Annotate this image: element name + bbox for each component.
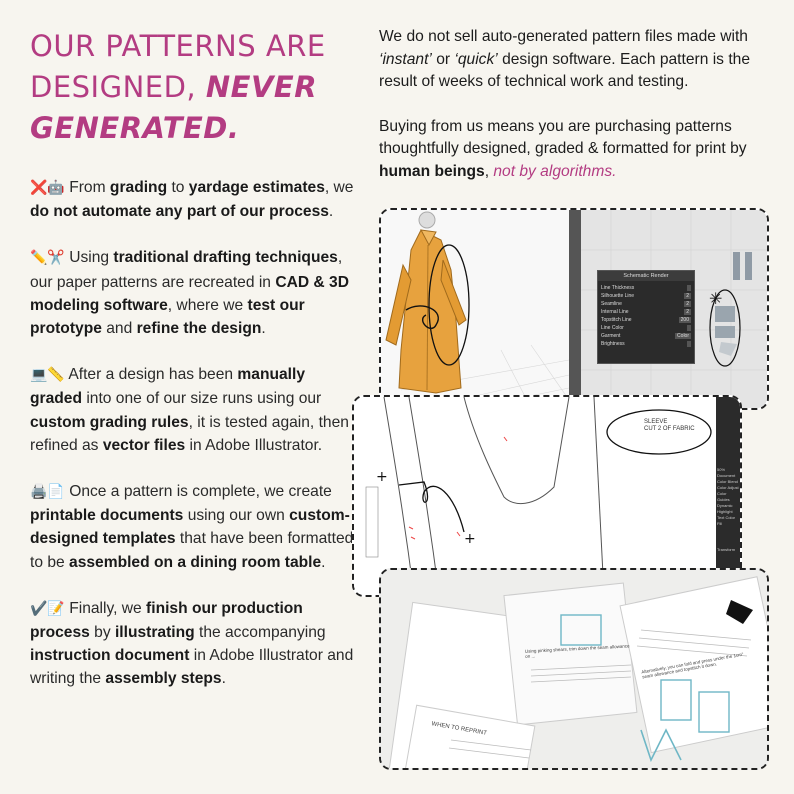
- svg-text:+: +: [464, 531, 476, 547]
- documents-photo: [381, 570, 767, 768]
- process-step-automation: ❌🤖 From grading to yardage estimates, we…: [30, 179, 354, 221]
- side-panel-item[interactable]: Fill: [717, 521, 723, 526]
- schematic-render-title: Schematic Render: [598, 271, 694, 281]
- document-tab[interactable]: Document: [717, 473, 736, 478]
- pencil-scissors-icon: ✏️✂️: [30, 250, 65, 267]
- intro-text: We do not sell auto-generated pattern fi…: [379, 26, 769, 205]
- check-memo-icon: ✔️📝: [30, 600, 65, 617]
- page-title: OUR PATTERNS ARE DESIGNED, NEVER GENERAT…: [30, 26, 370, 149]
- schematic-row[interactable]: Line Color: [601, 325, 691, 331]
- title-emphasis: NEVER: [205, 70, 318, 104]
- process-step-printing: 🖨️📄 Once a pattern is complete, we creat…: [30, 483, 354, 571]
- title-line-2: DESIGNED, NEVER: [30, 70, 318, 104]
- svg-text:+: +: [376, 469, 388, 485]
- pattern-illustration: + +: [354, 397, 740, 595]
- cross-robot-icon: ❌🤖: [30, 180, 65, 196]
- svg-text:✳: ✳: [709, 289, 722, 308]
- transform-tab[interactable]: Transform: [717, 547, 736, 552]
- pattern-piece-label: SLEEVE CUT 2 OF FABRIC: [644, 419, 695, 432]
- intro-paragraph-2: Buying from us means you are purchasing …: [379, 117, 747, 180]
- zoom-readout: 50%: [717, 467, 726, 472]
- side-panel-item[interactable]: Highlight: [717, 509, 733, 514]
- printer-page-icon: 🖨️📄: [30, 484, 65, 501]
- pattern-vector-panel: + + SLEEVE CUT 2 OF FABRIC 50% Document …: [352, 395, 742, 597]
- intro-paragraph-1: We do not sell auto-generated pattern fi…: [379, 28, 750, 90]
- schematic-row[interactable]: Brightness: [601, 341, 691, 347]
- coat-3d-model: [385, 211, 467, 394]
- process-step-finishing: ✔️📝 Finally, we finish our production pr…: [30, 599, 354, 688]
- side-panel-item[interactable]: Color Guides: [717, 491, 730, 502]
- printed-documents-panel: Using pinking shears, trim down the seam…: [379, 568, 769, 770]
- title-line-3: GENERATED.: [30, 111, 240, 145]
- schematic-row[interactable]: Line Thickness: [601, 285, 691, 291]
- cad-illustration: ✳: [381, 210, 767, 408]
- title-line-1: OUR PATTERNS ARE: [30, 29, 326, 63]
- computer-ruler-icon: 💻📏: [30, 367, 65, 384]
- process-list: ❌🤖 From grading to yardage estimates, we…: [30, 176, 355, 714]
- side-panel-item[interactable]: Color Adjust: [717, 485, 739, 490]
- process-step-drafting: ✏️✂️ Using traditional drafting techniqu…: [30, 249, 349, 338]
- side-panel-item[interactable]: Dynamic: [717, 503, 733, 508]
- process-step-grading: 💻📏 After a design has been manually grad…: [30, 366, 349, 454]
- side-panel-item[interactable]: Text Color: [717, 515, 736, 520]
- side-panel-item[interactable]: Color Blend: [717, 479, 738, 484]
